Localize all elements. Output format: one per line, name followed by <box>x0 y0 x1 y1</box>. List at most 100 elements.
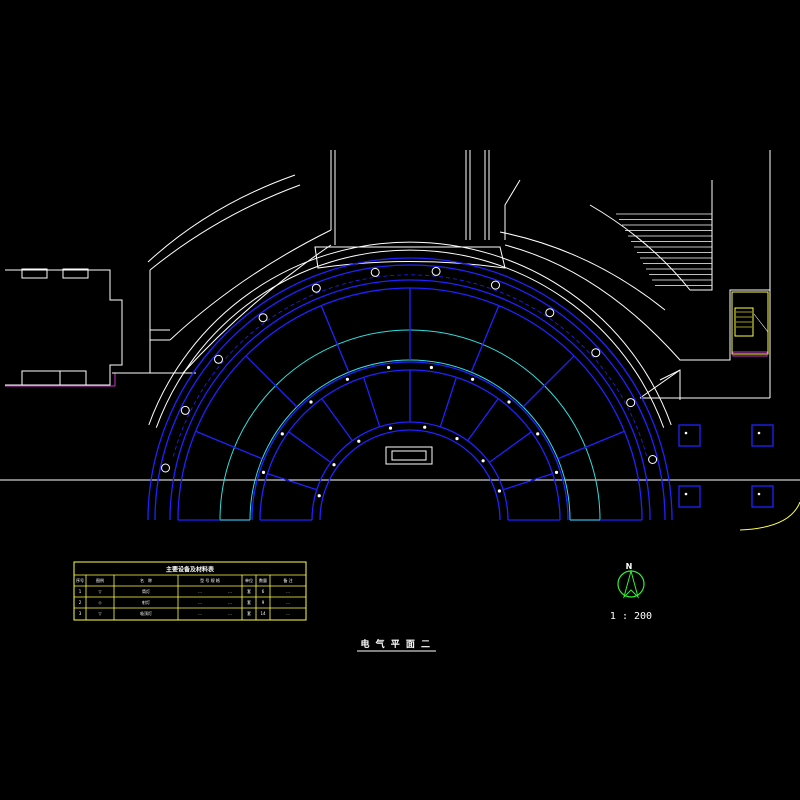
legend-header-note: 备 注 <box>283 577 292 583</box>
drawing-title: 电 气 平 面 二 <box>360 638 431 650</box>
grid-spoke <box>363 377 381 427</box>
grid-arc <box>154 264 666 521</box>
central-stage-box <box>385 446 433 465</box>
grid-spoke <box>195 430 263 460</box>
legend-row-name: 吸顶灯 <box>140 610 152 616</box>
legend-row-name: 筒灯 <box>142 588 150 594</box>
legend-row-symbol: ▽ <box>98 611 102 616</box>
downlight-symbol <box>311 283 321 293</box>
legend-row-no: 3 <box>79 611 82 616</box>
outer-arc <box>148 241 672 426</box>
column-lamps <box>678 424 774 508</box>
spotlight-symbol <box>481 459 485 463</box>
north-label: N <box>626 562 633 571</box>
legend-row-power: ... <box>228 600 232 605</box>
spotlight-symbol <box>357 439 361 443</box>
spotlight-symbol <box>423 425 427 429</box>
column-lamp-dots <box>684 431 761 496</box>
legend-header-name: 名 称 <box>140 577 152 583</box>
legend-row-name: 射灯 <box>142 599 150 605</box>
spotlight-symbol <box>261 470 266 474</box>
light-fixtures <box>161 266 658 498</box>
spotlight-symbol <box>497 489 501 493</box>
legend-row-no: 1 <box>79 589 82 594</box>
grid-spoke <box>467 398 499 442</box>
spotlight-symbol <box>280 432 284 436</box>
downlight-symbol <box>258 313 268 323</box>
grid-arc <box>251 361 569 521</box>
legend-row-spec: ... <box>198 611 202 616</box>
legend-header-spec: 型 号 规 格 <box>200 577 220 583</box>
legend-row-qty: 9 <box>262 600 265 605</box>
legend-table: 主要设备及材料表 序号 图例 名 称 型 号 规 格 单位 数量 备 注 1 ▽… <box>73 561 307 621</box>
spotlight-symbol <box>388 426 393 430</box>
grid-arc <box>319 429 501 521</box>
legend-row-note: ... <box>286 589 290 594</box>
grid-spoke <box>557 430 625 460</box>
downlight-symbol <box>491 280 500 290</box>
downlight-symbol <box>180 405 190 415</box>
legend-row-unit: 套 <box>247 588 251 594</box>
downlight-symbol <box>545 308 555 318</box>
grid-spoke <box>439 377 457 427</box>
grid-spoke <box>320 305 350 373</box>
grid-spoke <box>503 473 553 491</box>
north-arrow: N 1 : 200 <box>610 562 652 622</box>
legend-header-unit: 单位 <box>245 577 253 583</box>
scale-label: 1 : 200 <box>610 611 652 622</box>
legend-row-symbol: ▽ <box>98 589 102 594</box>
stair-box <box>731 291 769 357</box>
grid-spoke <box>245 355 298 408</box>
legend-row-unit: 套 <box>247 610 251 616</box>
outer-arc <box>155 249 665 428</box>
grid-arc <box>169 279 651 521</box>
north-arrow-icon <box>617 569 645 599</box>
grid-spoke <box>288 431 332 463</box>
drawing-title-block: 电 气 平 面 二 <box>357 638 436 652</box>
legend-row-no: 2 <box>79 600 82 605</box>
spotlight-symbol <box>429 365 433 370</box>
legend-frame <box>73 561 307 621</box>
spotlight-symbol <box>455 437 459 441</box>
legend-header-qty: 数量 <box>259 577 267 583</box>
wiring-arc <box>172 274 648 457</box>
spotlight-symbol <box>387 365 391 370</box>
downlight-symbol <box>648 455 658 464</box>
legend-row-unit: 套 <box>247 599 251 605</box>
grid-spoke <box>267 473 317 491</box>
grid-arc <box>311 421 509 521</box>
downlight-symbol <box>626 398 636 408</box>
legend-row-note: ... <box>286 600 290 605</box>
spotlight-symbol <box>309 400 313 404</box>
downlight-symbol <box>161 463 170 473</box>
legend-row-spec: ... <box>198 589 202 594</box>
legend-row-note: ... <box>286 611 290 616</box>
building-outline <box>0 150 800 481</box>
spotlight-symbol <box>554 470 559 474</box>
downlight-symbol <box>370 267 380 277</box>
legend-header-no: 序号 <box>76 577 84 583</box>
spotlight-symbol <box>345 377 349 381</box>
downlight-symbol <box>591 348 601 358</box>
site-boundary-curve <box>739 501 800 531</box>
legend-row-power: ... <box>228 611 232 616</box>
downlight-symbol <box>214 354 223 364</box>
downlight-symbol <box>431 266 441 276</box>
grid-arc <box>147 257 673 521</box>
spotlight-symbol <box>507 400 511 404</box>
legend-header-symbol: 图例 <box>96 577 104 583</box>
legend-row-qty: 6 <box>262 589 265 594</box>
spotlight-symbol <box>332 463 336 467</box>
grid-spoke <box>470 305 500 373</box>
grid-spoke <box>522 355 575 408</box>
spotlight-symbol <box>536 432 540 436</box>
amphitheatre-grid <box>147 241 673 521</box>
legend-row-qty: 14 <box>260 611 266 616</box>
spotlight-symbol <box>317 494 321 498</box>
spotlight-symbol <box>471 377 475 381</box>
stair-hatch <box>616 213 712 286</box>
legend-row-symbol: ◇ <box>98 600 102 605</box>
legend-title: 主要设备及材料表 <box>166 566 215 574</box>
legend-row-spec: ... <box>198 600 202 605</box>
